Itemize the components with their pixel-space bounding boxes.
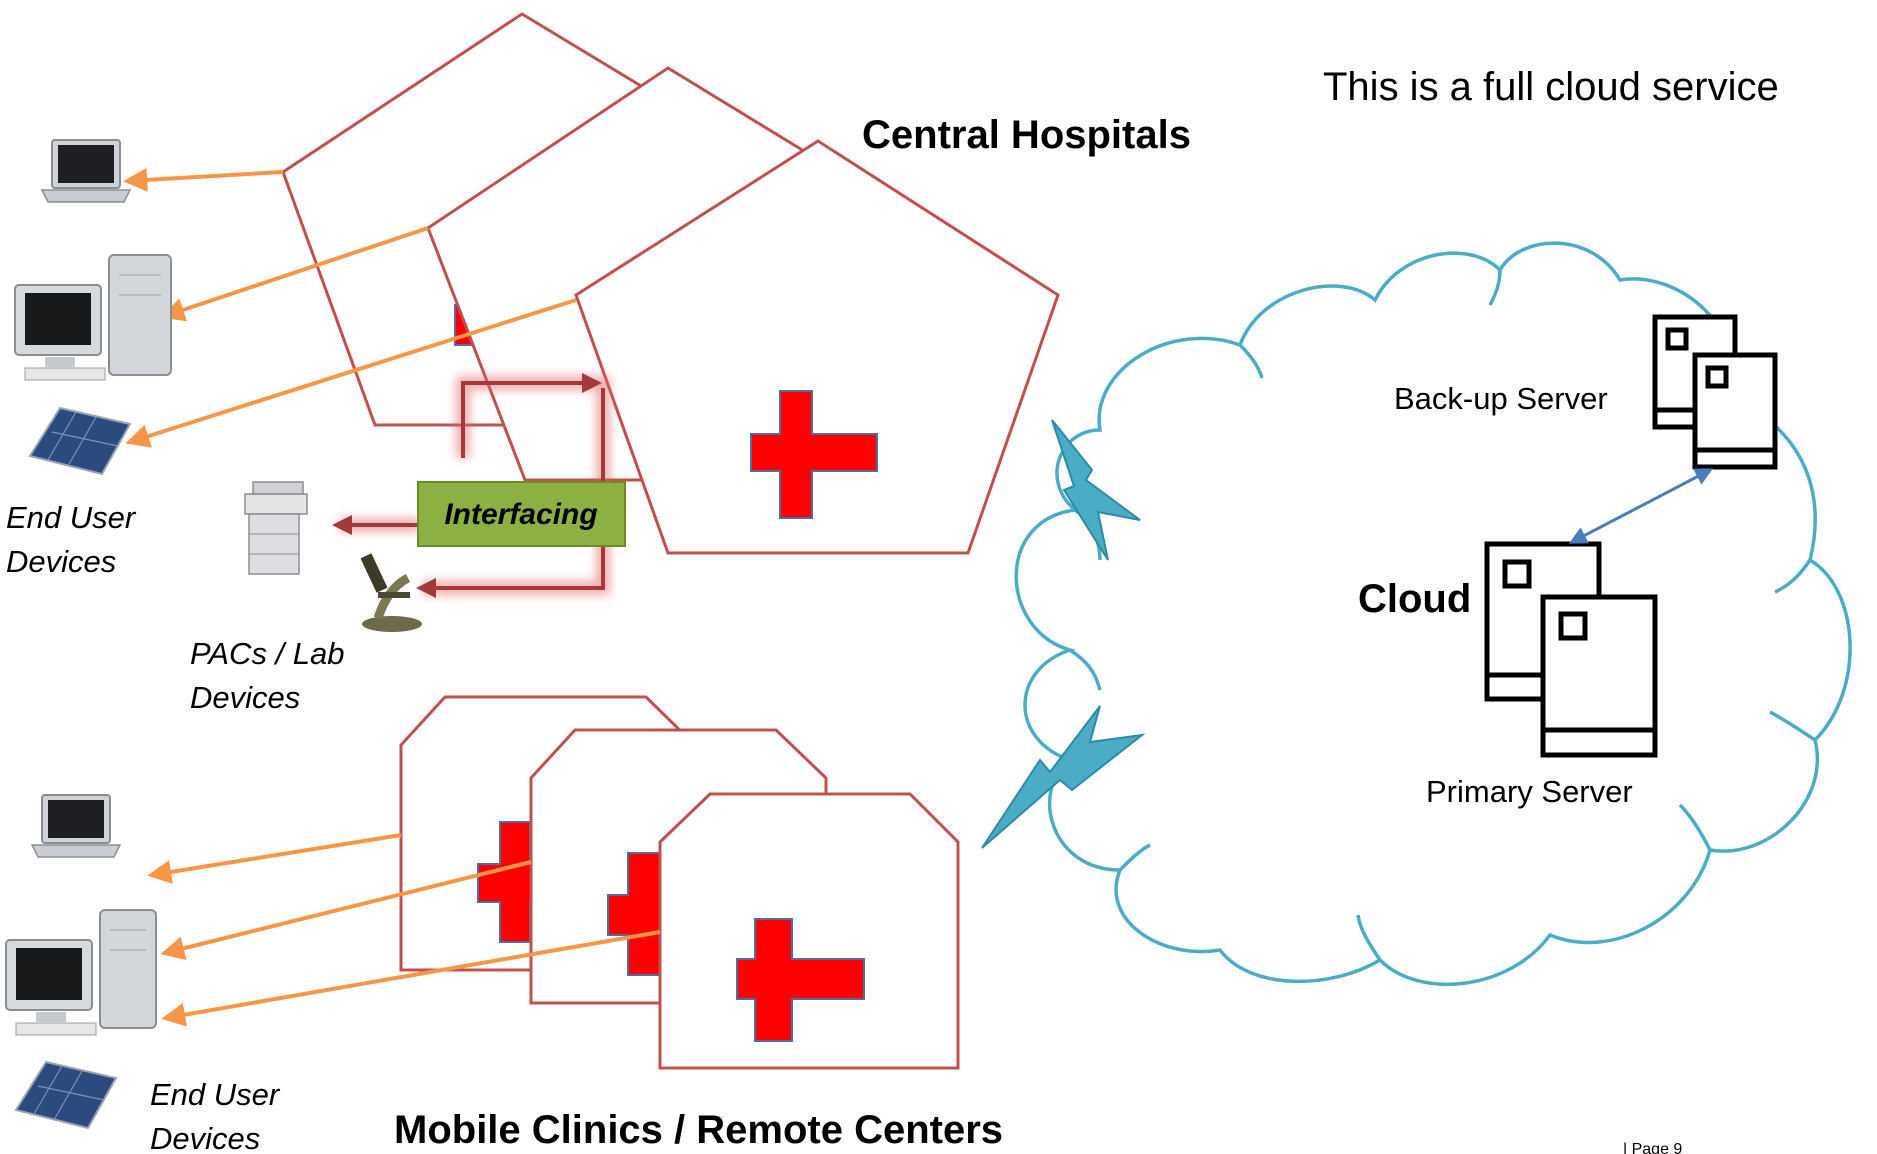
server-icon bbox=[1692, 352, 1778, 470]
backup-server-label: Back-up Server bbox=[1394, 381, 1608, 416]
laptop-icon bbox=[30, 794, 122, 858]
end-user-devices-label-bottom-line1: End User bbox=[150, 1077, 281, 1112]
interface-arrow-to-microscope bbox=[416, 388, 605, 598]
interfacing-paths: Interfacing bbox=[332, 373, 626, 598]
top-device-arrows bbox=[123, 167, 577, 448]
pacs-lab-devices-line1: PACs / Lab bbox=[190, 636, 345, 671]
red-cross-icon bbox=[750, 390, 878, 519]
solar-panel-icon bbox=[14, 1060, 118, 1130]
cloud-label: Cloud bbox=[1358, 577, 1471, 621]
red-cross-icon bbox=[736, 918, 865, 1042]
server-icon bbox=[1540, 594, 1658, 758]
svg-text:End User Devices: End User Devices bbox=[150, 1077, 288, 1154]
hospital-pentagon-front bbox=[574, 139, 1060, 555]
laptop-icon bbox=[40, 139, 132, 203]
copier-icon bbox=[244, 481, 308, 575]
headline-text: This is a full cloud service bbox=[1323, 65, 1779, 109]
interfacing-box bbox=[417, 481, 626, 547]
pacs-lab-devices-line2: Devices bbox=[190, 680, 300, 715]
primary-server-label: Primary Server bbox=[1426, 774, 1633, 809]
mobile-clinics-label: Mobile Clinics / Remote Centers bbox=[394, 1108, 1003, 1152]
interface-arrow-to-hospital bbox=[461, 373, 602, 458]
end-user-devices-label-top-line1: End User bbox=[6, 500, 137, 535]
central-hospitals-group bbox=[281, 12, 1060, 555]
lightning-icon bbox=[1051, 419, 1141, 561]
clinic-building-front bbox=[658, 792, 960, 1070]
bottom-device-arrows bbox=[147, 833, 661, 1027]
microscope-icon bbox=[360, 553, 422, 632]
interfacing-label: Interfacing bbox=[444, 498, 597, 531]
server-sync-arrow bbox=[1568, 468, 1714, 544]
desktop-computer-icon bbox=[5, 909, 157, 1036]
svg-text:PACs / Lab Devices: PACs / Lab Devices bbox=[190, 636, 353, 715]
svg-text:End User Devices: End User Devices bbox=[6, 500, 144, 579]
desktop-computer-icon bbox=[14, 254, 172, 381]
central-hospitals-label: Central Hospitals bbox=[862, 113, 1191, 157]
page-footer: | Page 9 bbox=[1623, 1141, 1682, 1154]
mobile-clinics-group bbox=[399, 695, 960, 1070]
solar-panel-icon bbox=[28, 406, 132, 476]
end-user-devices-label-bottom-line2: Devices bbox=[150, 1121, 260, 1154]
lightning-icon bbox=[981, 705, 1146, 849]
end-user-devices-label-top-line2: Devices bbox=[6, 544, 116, 579]
